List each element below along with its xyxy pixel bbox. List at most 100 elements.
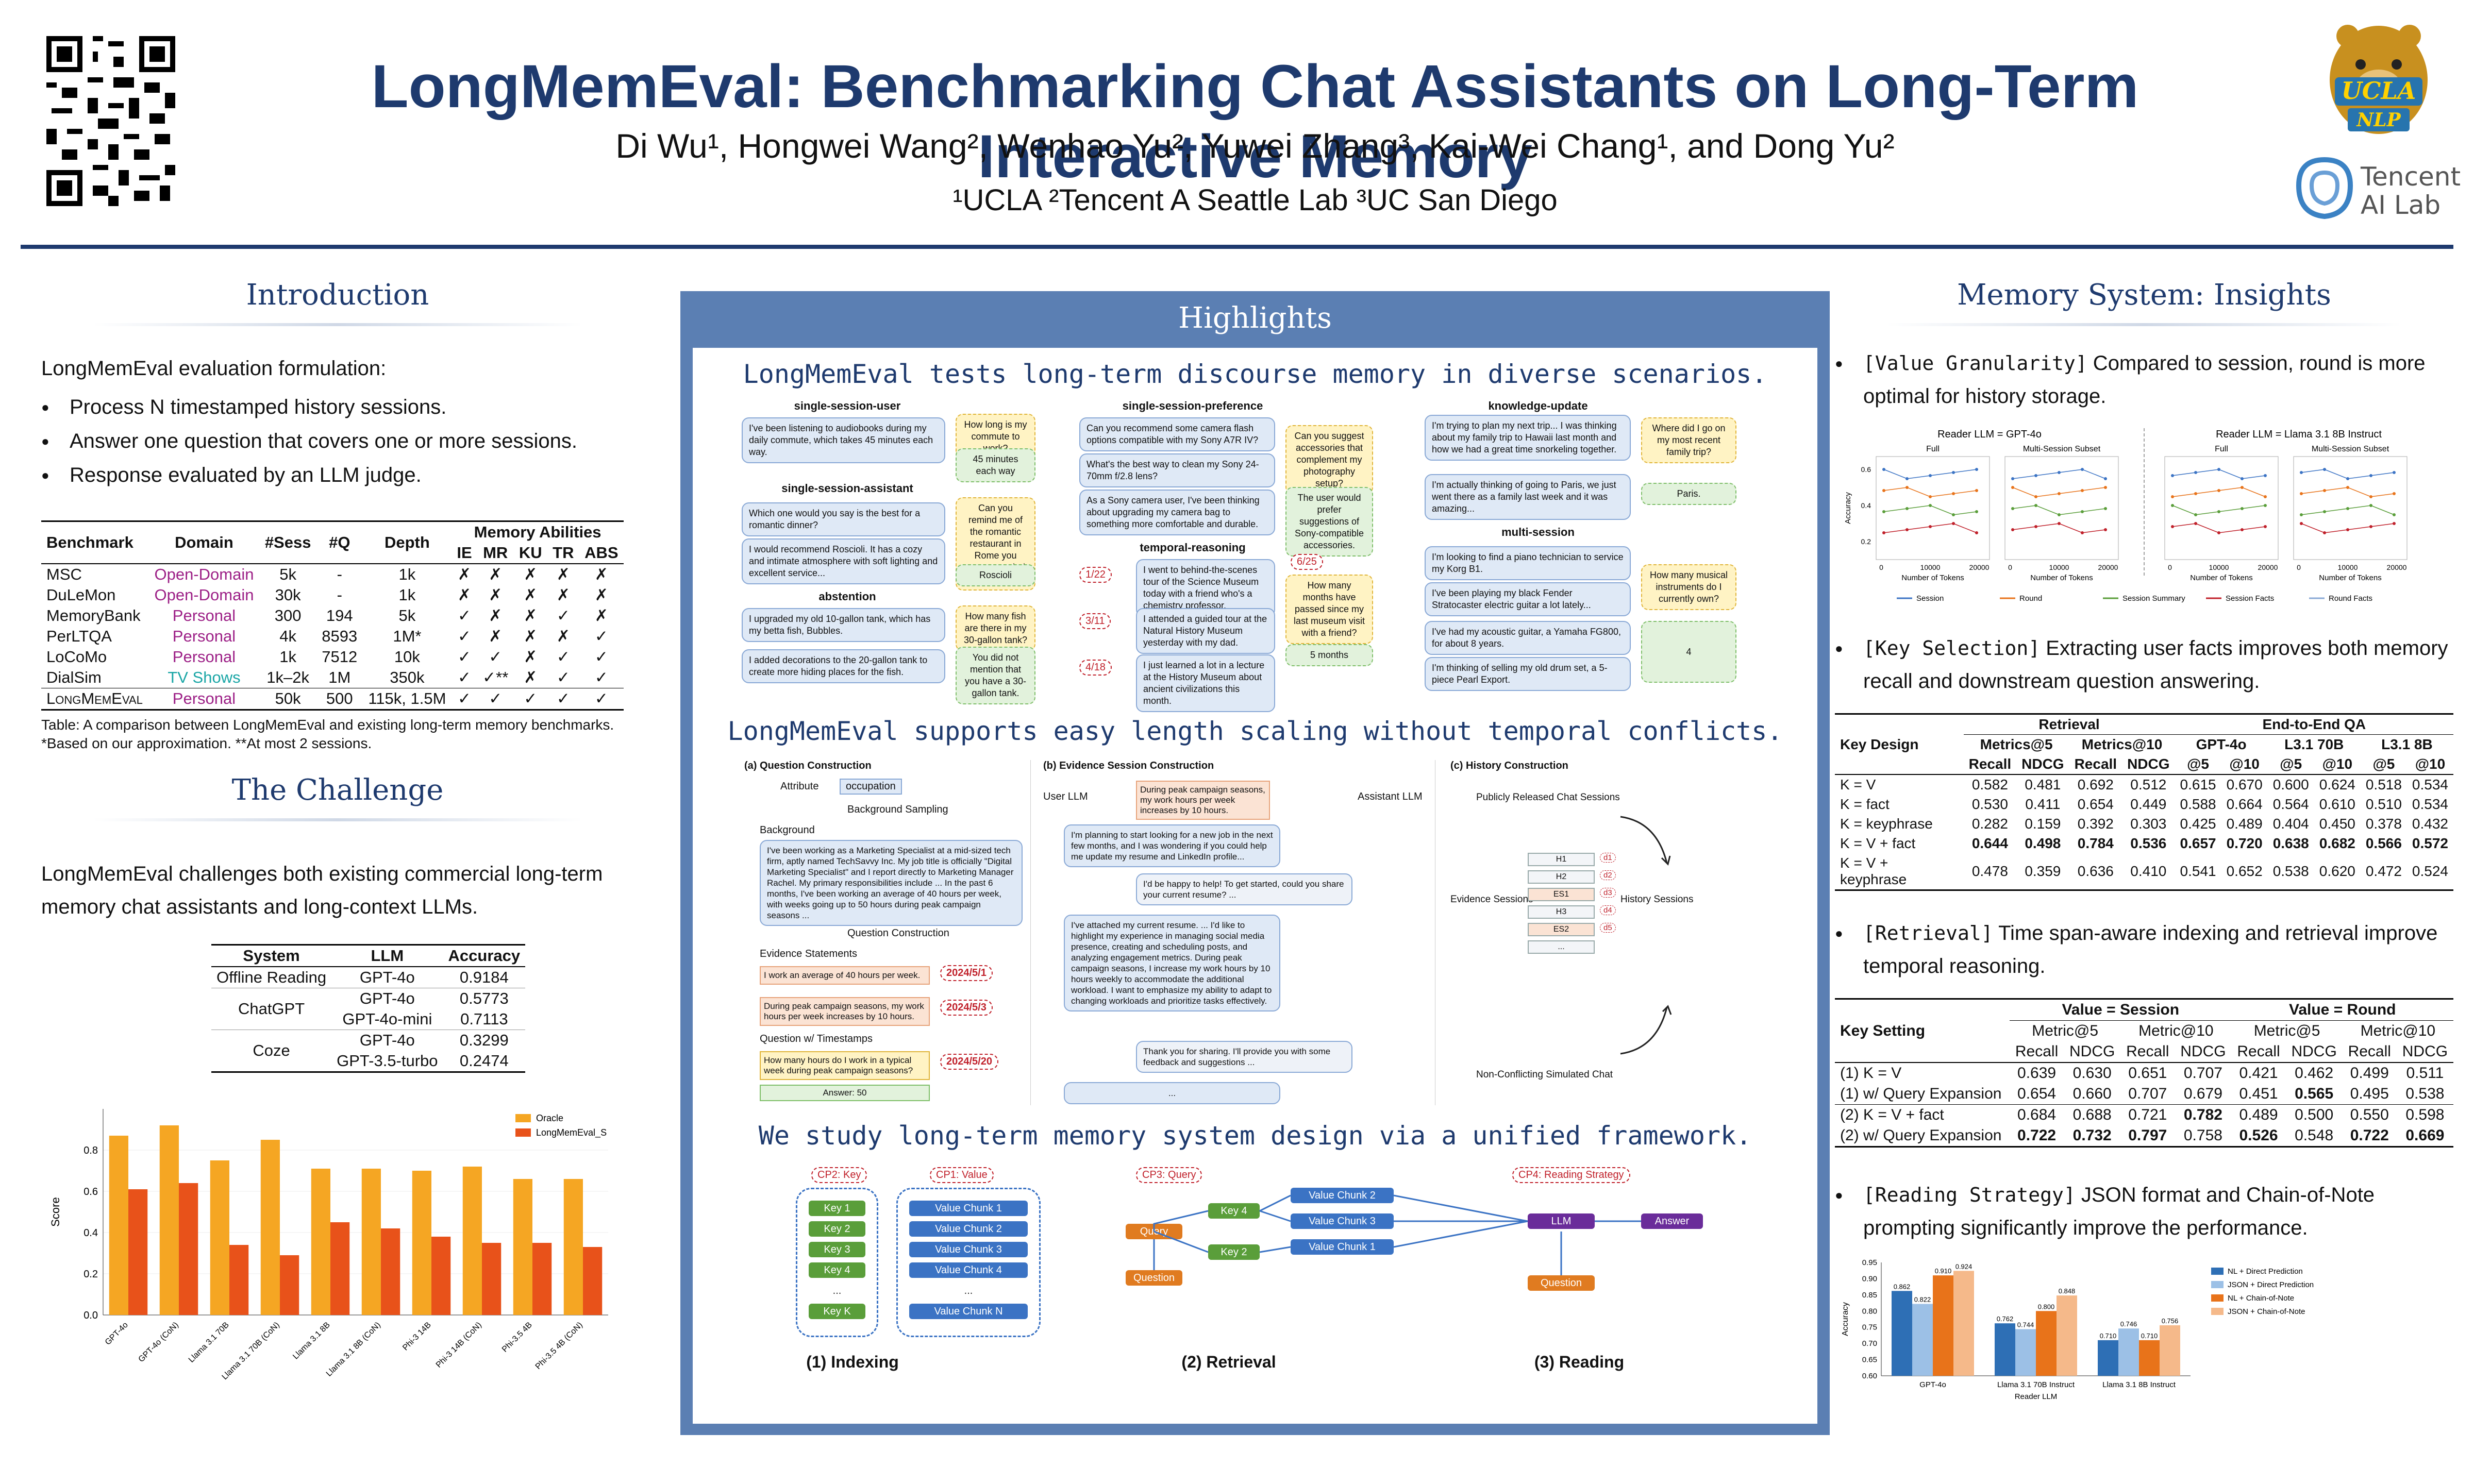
th: Metric@10 xyxy=(2138,1022,2214,1039)
table-cell: 0.550 xyxy=(2350,1106,2389,1123)
panel-subtitle: Full xyxy=(1926,445,1940,453)
scenario-label: temporal-reasoning xyxy=(1140,541,1246,554)
evidence-2: During peak campaign seasons, my work ho… xyxy=(760,997,930,1026)
table-cell: 0.670 xyxy=(2226,777,2263,792)
bar xyxy=(159,1125,179,1315)
date-tag: 3/11 xyxy=(1079,613,1111,629)
table-cell: 0.758 xyxy=(2183,1127,2222,1144)
table-cell: 7512 xyxy=(322,648,358,666)
table-cell: 0.684 xyxy=(2017,1106,2057,1123)
table-cell: 0.598 xyxy=(2405,1106,2445,1123)
panel-title: Reader LLM = Llama 3.1 8B Instruct xyxy=(2216,429,2382,440)
date-tag: 2024/5/20 xyxy=(940,1054,998,1070)
highlights-title: Highlights xyxy=(1178,301,1332,335)
chat-bubble: I went to behind-the-scenes tour of the … xyxy=(1136,559,1275,617)
insights-divider xyxy=(1886,323,2402,326)
pipeline-a-title: (a) Question Construction xyxy=(744,760,872,771)
insight-2: ● [Key Selection] Extracting user facts … xyxy=(1835,637,2448,693)
table-cell: 0.449 xyxy=(2130,796,2167,812)
col-abilities: Memory Abilities xyxy=(474,523,601,541)
table-cell: Open-Domain xyxy=(154,586,254,604)
table-cell: 8593 xyxy=(322,627,358,645)
tick-label: 0.2 xyxy=(83,1269,98,1280)
th: NDCG xyxy=(2127,756,2170,772)
legend-swatch xyxy=(2211,1281,2224,1288)
table-cell: (1) K = V xyxy=(1840,1065,1902,1082)
table-cell: ✗ xyxy=(556,627,570,645)
bar xyxy=(1995,1323,2015,1376)
table-cell: 0.425 xyxy=(2180,816,2216,832)
ncs-label: Non-Conflicting Simulated Chat xyxy=(1476,1069,1613,1080)
ucla-nlp-logo: UCLA NLP xyxy=(2325,21,2433,144)
th: Metric@5 xyxy=(2253,1022,2320,1039)
data-label: 0.924 xyxy=(1955,1262,1972,1270)
category-label: GPT-4o xyxy=(104,1321,130,1347)
table-cell: GPT-3.5-turbo xyxy=(337,1052,438,1070)
data-label: 0.710 xyxy=(2141,1332,2158,1340)
chat-bubble: I added decorations to the 20-gallon tan… xyxy=(742,649,945,683)
data-label: 0.762 xyxy=(1997,1315,2014,1323)
col-depth: Depth xyxy=(384,533,430,551)
question-box: Question xyxy=(1126,1270,1182,1286)
evidence-label: Evidence Statements xyxy=(760,948,857,959)
llm-box: LLM xyxy=(1528,1213,1595,1229)
table-cell: 30k xyxy=(275,586,301,604)
series-line xyxy=(2012,523,2106,533)
table-cell: 0.524 xyxy=(2412,863,2448,879)
table-cell: 0.651 xyxy=(2128,1065,2167,1082)
bar xyxy=(431,1237,451,1315)
tick-label: 0.8 xyxy=(83,1145,98,1156)
category-label: Llama 3.1 70B xyxy=(187,1321,231,1364)
attribute-value: occupation xyxy=(840,779,902,795)
table-cell: 0.499 xyxy=(2350,1065,2389,1082)
panel-frame xyxy=(1876,456,1990,560)
legend-label: Round xyxy=(2019,594,2042,603)
intro-bullet: Answer one question that covers one or m… xyxy=(41,424,634,458)
tick-label: 20000 xyxy=(2387,563,2407,571)
legend-label: Round Facts xyxy=(2329,594,2372,603)
table-cell: ✓ xyxy=(556,648,570,666)
bar xyxy=(563,1179,583,1315)
table-cell: ✓ xyxy=(489,648,503,666)
data-label: 0.822 xyxy=(1914,1295,1931,1303)
qr-code[interactable] xyxy=(46,36,175,206)
key-group xyxy=(796,1188,878,1337)
x-axis-label: Number of Tokens xyxy=(2030,574,2093,582)
series-line xyxy=(2301,469,2395,479)
table-cell: 0.564 xyxy=(2272,796,2309,812)
table-cell: 0.530 xyxy=(1971,796,2008,812)
tick-label: 0.0 xyxy=(83,1310,98,1321)
chat-bubble: I'm planning to start looking for a new … xyxy=(1064,824,1280,867)
table-cell: 0.481 xyxy=(2025,777,2061,792)
chat-bubble: I'm looking to find a piano technician t… xyxy=(1425,546,1631,580)
chat-bubble: As a Sony camera user, I've been thinkin… xyxy=(1079,490,1275,535)
legend-swatch xyxy=(2211,1308,2224,1315)
table-cell: 0.536 xyxy=(2130,835,2167,851)
table-cell: ChatGPT xyxy=(238,1000,305,1018)
table-cell: 0.722 xyxy=(2350,1127,2389,1144)
intro-bullet: Response evaluated by an LLM judge. xyxy=(41,458,634,492)
table-cell: 0.630 xyxy=(2072,1065,2112,1082)
th: NDCG xyxy=(2291,1043,2337,1060)
x-axis-label: Number of Tokens xyxy=(1901,574,1964,582)
cp-tag: CP1: Value xyxy=(930,1167,994,1183)
th: End-to-End QA xyxy=(2175,714,2453,735)
chat-bubble: ... xyxy=(1064,1082,1280,1104)
history-session: H1 xyxy=(1528,853,1595,866)
bar xyxy=(2160,1325,2180,1376)
th: @10 xyxy=(2415,756,2446,772)
table-cell: GPT-4o-mini xyxy=(342,1010,432,1028)
value-chunk-box: Value Chunk 3 xyxy=(909,1242,1028,1257)
table-cell: 0.707 xyxy=(2128,1085,2167,1102)
table-cell: 0.518 xyxy=(2365,777,2402,792)
pipeline-b-title: (b) Evidence Session Construction xyxy=(1043,760,1214,771)
header-divider xyxy=(21,245,2453,249)
history-session: ES2 xyxy=(1528,923,1595,936)
